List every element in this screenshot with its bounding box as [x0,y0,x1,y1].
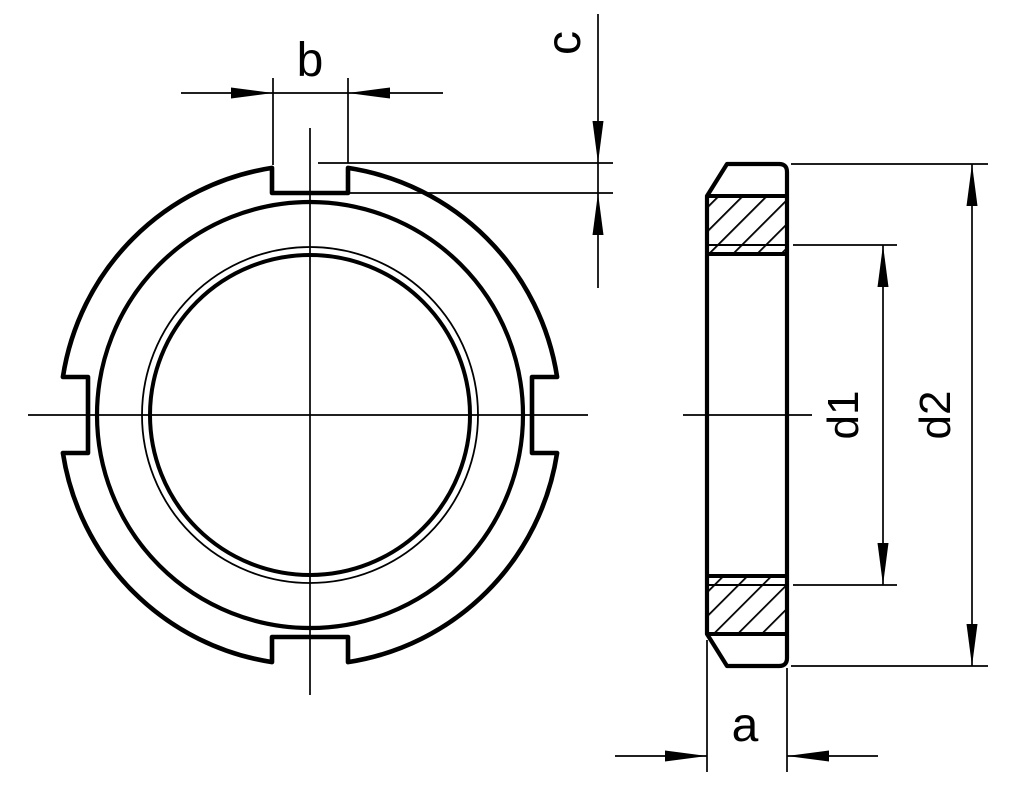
front-view [28,128,588,695]
c-arrowhead-up [592,193,604,235]
section-hatch-bottom [709,578,785,632]
d1-arrowhead-down [877,543,889,585]
dimension-c: c [318,14,613,288]
b-label: b [297,34,324,87]
d2-label: d2 [911,391,960,440]
b-arrowhead-left [231,87,273,99]
thread-major-circle [141,246,479,584]
body-outer-circle [94,199,526,631]
d2-arrowhead-up [966,164,978,206]
c-label: c [538,31,591,55]
d2-arrowhead-down [966,624,978,666]
a-arrowhead-right [787,750,829,762]
b-arrowhead-right [348,87,390,99]
side-outline [704,161,790,669]
a-arrowhead-left [665,750,707,762]
section-hatch-top [709,198,785,252]
a-label: a [732,699,759,752]
bore-circle [148,253,472,577]
dimension-d2: d2 [791,163,988,667]
dimension-a: a [615,640,878,772]
d1-arrowhead-up [877,245,889,287]
dimension-b: b [181,34,443,165]
c-arrowhead-down [592,121,604,163]
outer-slotted-profile [60,165,560,665]
side-view [683,161,812,669]
dimension-d1: d1 [793,244,897,586]
d1-label: d1 [819,391,868,440]
